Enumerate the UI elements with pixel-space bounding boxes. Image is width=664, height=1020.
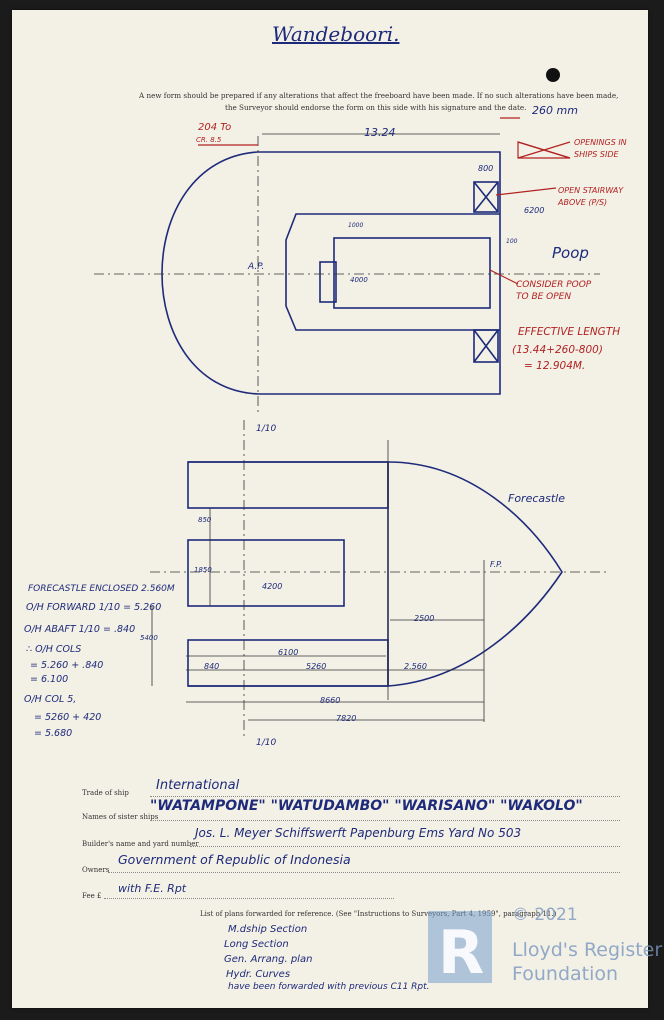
- owners-value: Government of Republic of Indonesia: [118, 852, 351, 867]
- document-title: Wandeboori.: [272, 22, 400, 46]
- note-dim-4000: 4000: [350, 276, 368, 284]
- note-poop: Poop: [552, 244, 589, 262]
- calc-line-9: = 5.680: [34, 728, 73, 739]
- calc-line-1: FORECASTLE ENCLOSED 2.560M: [28, 584, 175, 594]
- note-dim-7820: 7820: [336, 714, 357, 723]
- builder-label: Builder's name and yard number: [82, 840, 199, 848]
- calc-line-6: = 6.100: [30, 674, 69, 685]
- sister-ships-value: "WATAMPONE" "WATUDAMBO" "WARISANO" "WAKO…: [150, 798, 583, 814]
- note-dim-8660: 8660: [320, 696, 341, 705]
- fee-value: with F.E. Rpt: [118, 882, 187, 895]
- note-quarter-top: 1/10: [256, 424, 277, 434]
- note-dim-2500: 2500: [414, 614, 435, 623]
- note-dim-4200: 4200: [262, 582, 283, 591]
- note-ap: A.P.: [248, 262, 265, 272]
- note-consider: CONSIDER POOP: [516, 280, 592, 290]
- builder-value: Jos. L. Meyer Schiffswerft Papenburg Ems…: [195, 826, 522, 840]
- watermark-line-1: Lloyd's Register: [512, 939, 663, 961]
- note-dim-5400: 5400: [140, 634, 158, 642]
- instruction-line-2: the Surveyor should endorse the form on …: [225, 103, 527, 112]
- note-forecastle: Forecastle: [508, 492, 566, 505]
- calc-line-3: O/H ABAFT 1/10 = .840: [24, 624, 136, 635]
- fee-label: Fee £: [82, 892, 102, 900]
- note-dim-840: 840: [204, 662, 220, 671]
- poop-stern-curve: [161, 151, 259, 395]
- plans-label: List of plans forwarded for reference. (…: [200, 910, 557, 918]
- note-dim-1324: 13.24: [364, 126, 396, 139]
- note-dim-204-sub: CR. 8.5: [196, 136, 222, 144]
- deckhouse-step: [319, 261, 337, 303]
- note-dim-5260: 5260: [306, 662, 327, 671]
- note-quarter-bottom: 1/10: [256, 738, 277, 748]
- note-dim-260mm: 260 mm: [532, 104, 578, 117]
- note-openings-2: SHIPS SIDE: [574, 150, 619, 159]
- calc-line-2: O/H FORWARD 1/10 = 5.260: [26, 602, 162, 613]
- calc-line-8: = 5260 + 420: [34, 712, 102, 723]
- poop-outline: [258, 151, 501, 395]
- note-dim-100: 100: [506, 238, 518, 245]
- plan-item-4: Hydr. Curves: [226, 969, 291, 980]
- note-dim-1000: 1000: [348, 222, 364, 229]
- sister-ships-label: Names of sister ships: [82, 813, 159, 821]
- note-openings: OPENINGS IN: [574, 138, 627, 147]
- note-effective-length-2: (13.44+260-800): [512, 344, 603, 356]
- poop-inner-well: [285, 213, 500, 331]
- calc-line-4: ∴ O/H COLS: [26, 644, 82, 655]
- note-dim-6200: 6200: [524, 206, 545, 215]
- calc-line-7: O/H COL 5,: [24, 694, 77, 705]
- note-dim-1850: 1850: [194, 566, 212, 574]
- trade-value: International: [156, 778, 240, 793]
- trade-label: Trade of ship: [82, 789, 129, 797]
- lloyds-register-watermark: R © 2021 Lloyd's Register Foundation: [428, 905, 662, 997]
- note-fp: F.P.: [490, 560, 503, 569]
- deckhouse: [333, 237, 491, 309]
- note-stairway-2: ABOVE (P/S): [558, 198, 608, 207]
- owners-label: Owners: [82, 866, 110, 874]
- note-dim-6100: 6100: [278, 648, 299, 657]
- punch-hole: [546, 68, 560, 82]
- plan-item-5: have been forwarded with previous C11 Rp…: [228, 982, 430, 992]
- document-sheet: [12, 10, 648, 1008]
- note-dim-2560: 2.560: [404, 662, 427, 671]
- watermark-copyright: © 2021: [512, 905, 578, 925]
- plan-item-1: M.dship Section: [228, 924, 308, 935]
- forecastle-top-strip: [187, 461, 389, 509]
- plan-item-3: Gen. Arrang. plan: [224, 954, 313, 965]
- plan-item-2: Long Section: [224, 939, 289, 950]
- note-effective-length-3: = 12.904M.: [524, 360, 586, 372]
- instruction-line-1: A new form should be prepared if any alt…: [139, 91, 619, 100]
- note-dim-850: 850: [198, 516, 212, 524]
- forecastle-bow: [387, 461, 563, 687]
- watermark-line-2: Foundation: [512, 963, 619, 985]
- forecastle-room: [187, 539, 345, 607]
- stairway-box-bottom: [473, 329, 499, 363]
- note-dim-204: 204 To: [198, 122, 232, 133]
- note-effective-length: EFFECTIVE LENGTH: [518, 326, 621, 338]
- lr-logo-box: R: [428, 911, 492, 988]
- note-stairway: OPEN STAIRWAY: [558, 186, 624, 195]
- calc-line-5: = 5.260 + .840: [30, 660, 104, 671]
- note-dim-800: 800: [478, 164, 494, 173]
- stairway-box-top: [473, 181, 499, 213]
- note-consider-2: TO BE OPEN: [516, 292, 572, 302]
